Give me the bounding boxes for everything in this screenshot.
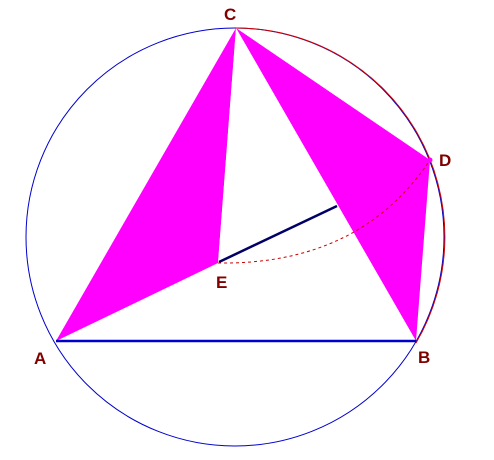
triangle-cdb xyxy=(236,28,430,341)
label-c: C xyxy=(224,5,236,24)
segment-e-to-cb xyxy=(218,204,338,264)
point-d-marker xyxy=(427,157,433,163)
label-d: D xyxy=(439,151,451,170)
dashed-arc-ed xyxy=(217,159,431,264)
label-b: B xyxy=(418,348,430,367)
circumcircle xyxy=(25,27,445,447)
label-a: A xyxy=(34,349,46,368)
label-e: E xyxy=(216,273,227,292)
triangle-ceb xyxy=(218,28,416,341)
triangle-ace xyxy=(56,28,236,341)
arc-cd-red xyxy=(235,27,446,344)
